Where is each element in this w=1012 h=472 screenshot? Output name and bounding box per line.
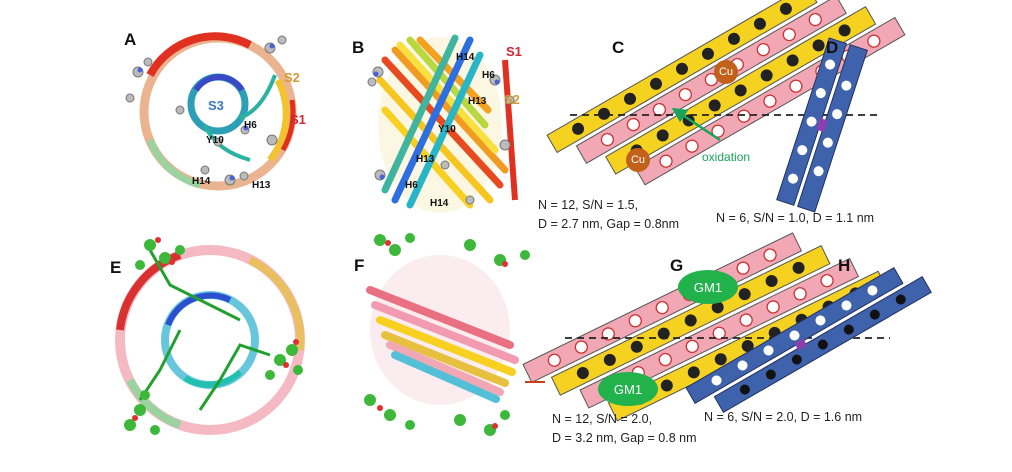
residue-label-b-y10: Y10 [438, 124, 456, 135]
cu-ion-bottom: Cu [626, 148, 650, 172]
panel-h-caption: N = 6, S/N = 2.0, D = 1.6 nm [704, 410, 863, 424]
residue-label-b-h13-bot: H13 [416, 154, 435, 165]
panel-g-caption-line1: N = 12, S/N = 2.0, [552, 412, 653, 426]
panel-c-caption: N = 12, S/N = 1.5, D = 2.7 nm, Gap = 0.8… [538, 196, 679, 234]
residue-label-b-h6-top: H6 [482, 70, 495, 81]
panel-f-structure [364, 233, 530, 436]
residue-label-h14: H14 [192, 176, 211, 187]
residue-label-b-h14-top: H14 [456, 52, 475, 63]
panel-label-e: E [110, 258, 122, 277]
panel-b-structure [367, 34, 518, 213]
strand-label-b-s2: S2 [504, 92, 520, 107]
panel-label-b: B [352, 38, 365, 57]
residue-label-h13: H13 [252, 180, 271, 191]
panel-h-schematic [685, 266, 932, 414]
panel-label-c: C [612, 38, 625, 57]
panel-e-structure [115, 237, 305, 435]
panel-c-caption-line1: N = 12, S/N = 1.5, [538, 198, 639, 212]
strand-label-b-s1: S1 [506, 44, 522, 59]
panel-label-f: F [354, 256, 365, 275]
strand-label-s3: S3 [208, 98, 224, 113]
panel-label-a: A [124, 30, 137, 49]
cu-ion-top: Cu [714, 60, 738, 84]
residue-label-b-h13-top: H13 [468, 96, 487, 107]
residue-label-y10: Y10 [206, 135, 224, 146]
panel-c-schematic [546, 0, 906, 186]
strand-label-s1: S1 [290, 112, 306, 127]
strand-label-s2: S2 [284, 70, 300, 85]
panel-a-structure [125, 32, 297, 191]
residue-label-b-h14-bot: H14 [430, 198, 449, 209]
panel-label-d: D [826, 38, 839, 57]
gm1-bottom: GM1 [598, 372, 658, 406]
residue-label-h6: H6 [244, 120, 257, 131]
panel-g-caption-line2: D = 3.2 nm, Gap = 0.8 nm [552, 431, 697, 445]
panel-g-caption: N = 12, S/N = 2.0, D = 3.2 nm, Gap = 0.8… [552, 410, 697, 448]
gm1-top: GM1 [678, 270, 738, 304]
panel-c-caption-line2: D = 2.7 nm, Gap = 0.8nm [538, 217, 680, 231]
panel-label-h: H [838, 256, 851, 275]
panel-label-g: G [670, 256, 684, 275]
oxidation-label: oxidation [702, 150, 751, 164]
panel-d-schematic [776, 37, 868, 213]
residue-label-b-h6-bot: H6 [405, 180, 418, 191]
panel-d-caption: N = 6, S/N = 1.0, D = 1.1 nm [716, 211, 875, 225]
